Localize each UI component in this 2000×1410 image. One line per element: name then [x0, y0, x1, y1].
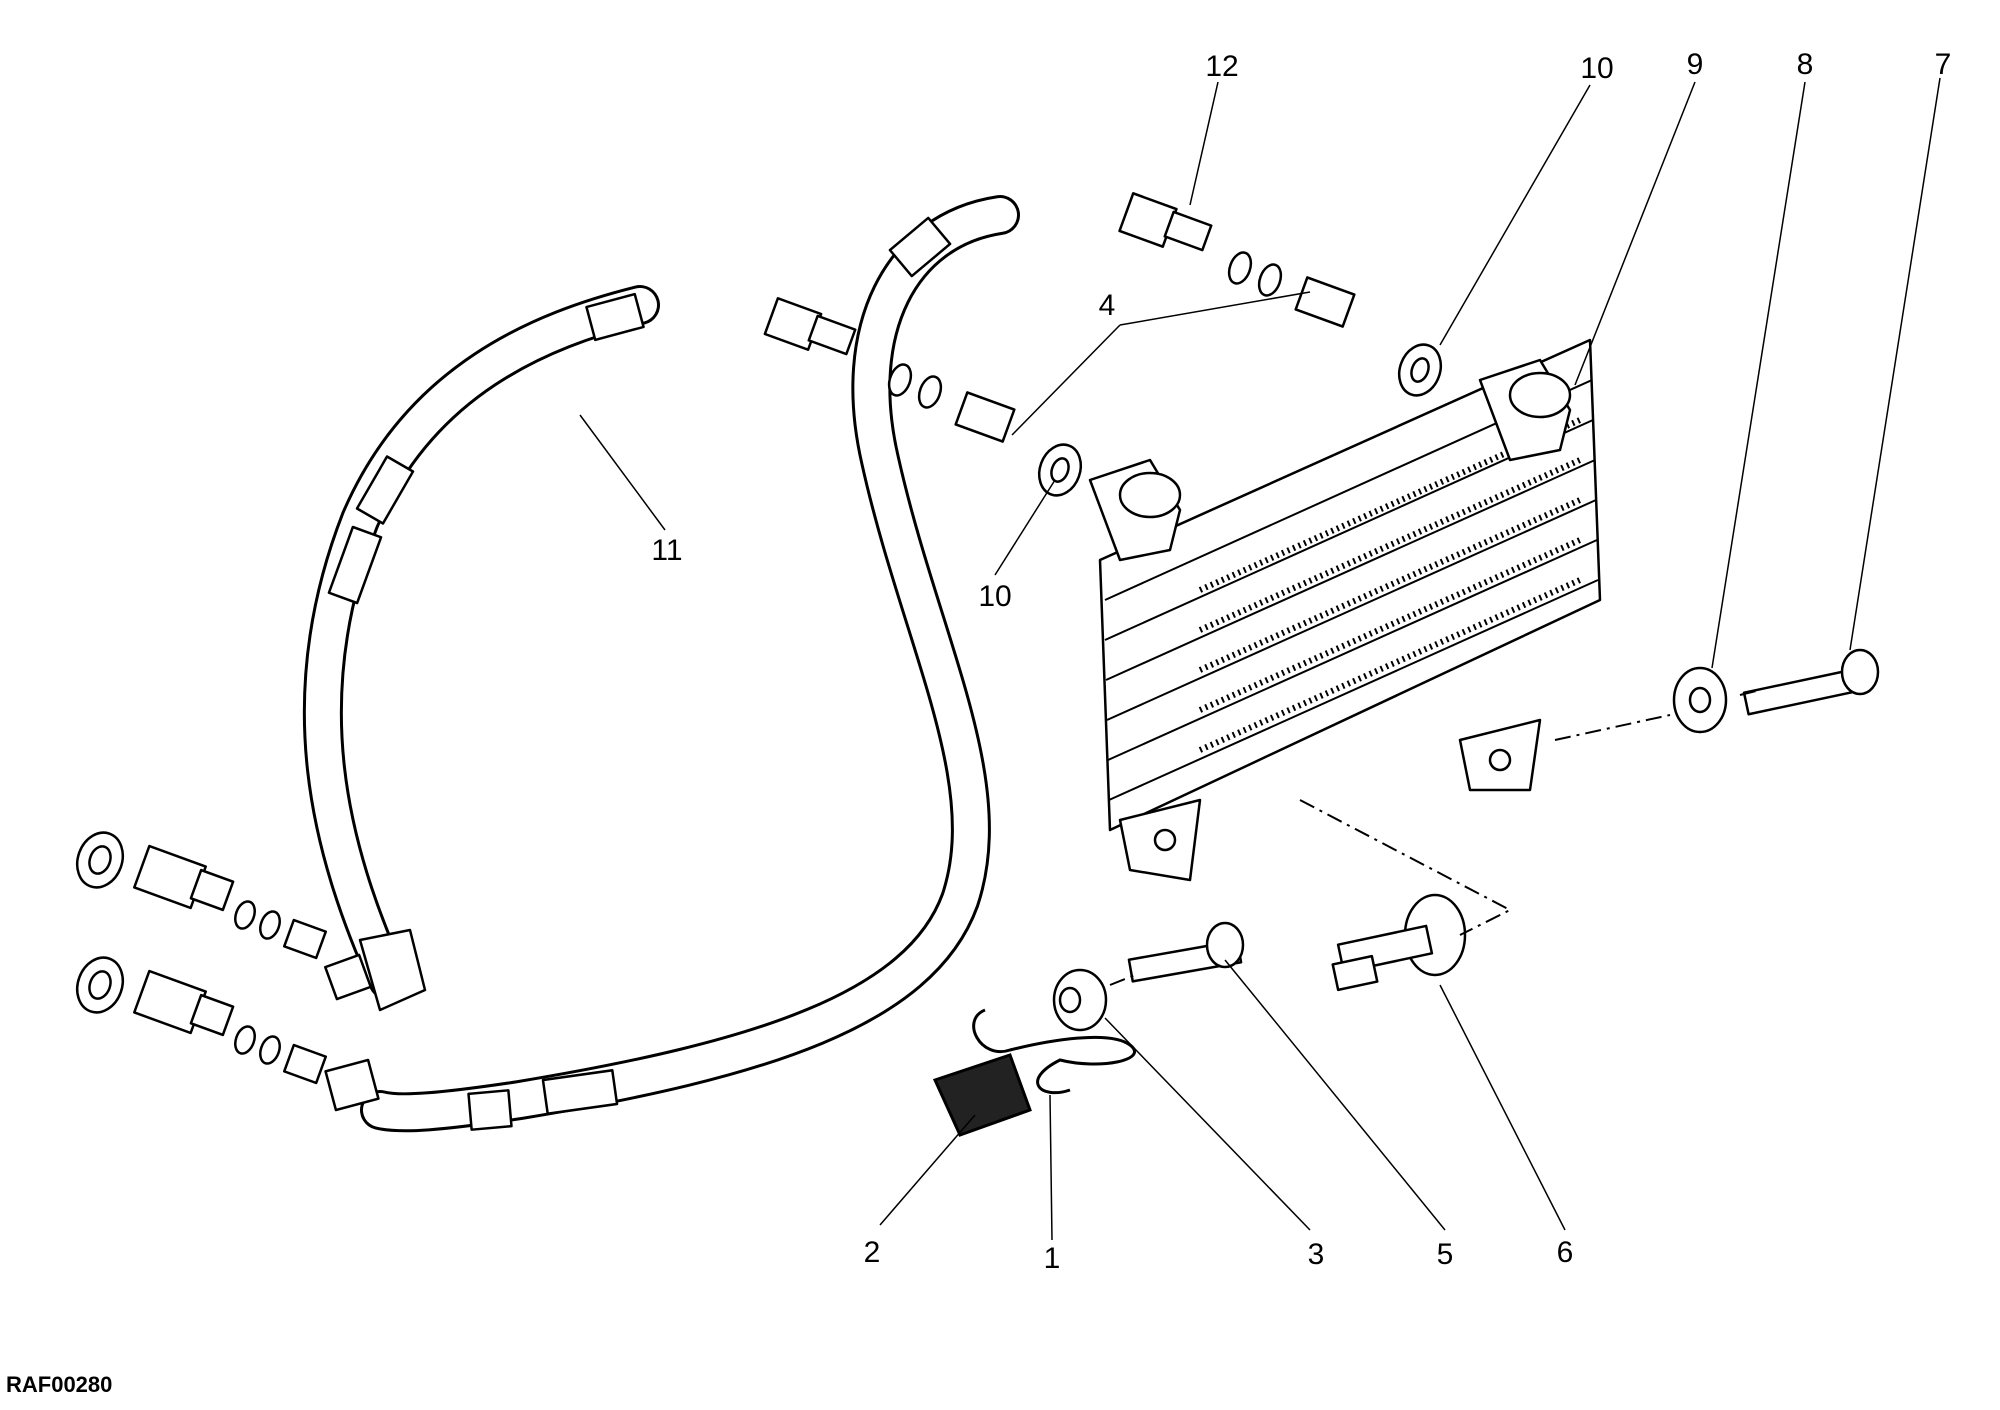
leader-4b [1119, 291, 1311, 326]
callout-12: 12 [1205, 50, 1238, 83]
callout-10-lower: 10 [978, 580, 1011, 613]
leader-10b [994, 479, 1056, 576]
oil-cooler-9 [1088, 338, 1602, 882]
leader-5 [1224, 959, 1446, 1231]
callout-3: 3 [1308, 1238, 1325, 1271]
leader-10a [1439, 84, 1591, 346]
leader-11 [579, 414, 666, 531]
callout-1: 1 [1044, 1242, 1061, 1275]
drawing-code: RAF00280 [6, 1372, 112, 1397]
leader-12 [1189, 81, 1219, 206]
callout-11: 11 [651, 534, 682, 567]
callout-10-upper: 10 [1580, 52, 1613, 85]
callout-7: 7 [1935, 48, 1952, 81]
assembly-centerlines [1109, 689, 1761, 986]
upper-seals [887, 251, 1443, 497]
callout-8: 8 [1797, 48, 1814, 81]
leader-9 [1574, 81, 1696, 386]
left-fittings [75, 831, 328, 1085]
callout-4: 4 [1099, 289, 1116, 322]
leader-4a [1011, 324, 1121, 436]
callout-2: 2 [864, 1236, 881, 1269]
leader-1 [1049, 1094, 1053, 1241]
callout-6: 6 [1557, 1236, 1574, 1269]
callout-9: 9 [1687, 48, 1704, 81]
oil-hose-lower [324, 192, 1213, 1133]
oil-hose-11 [302, 285, 857, 1012]
leader-3 [1104, 1017, 1311, 1231]
leader-2 [879, 1114, 976, 1226]
leader-7 [1849, 77, 1941, 651]
leader-lines [579, 77, 1941, 1241]
mounting-hardware [932, 648, 1880, 1137]
callouts: 1 2 3 4 5 6 7 8 9 10 10 11 12 [651, 48, 1951, 1275]
leader-8 [1711, 81, 1806, 669]
callout-5: 5 [1437, 1238, 1454, 1271]
leader-6 [1439, 984, 1566, 1231]
